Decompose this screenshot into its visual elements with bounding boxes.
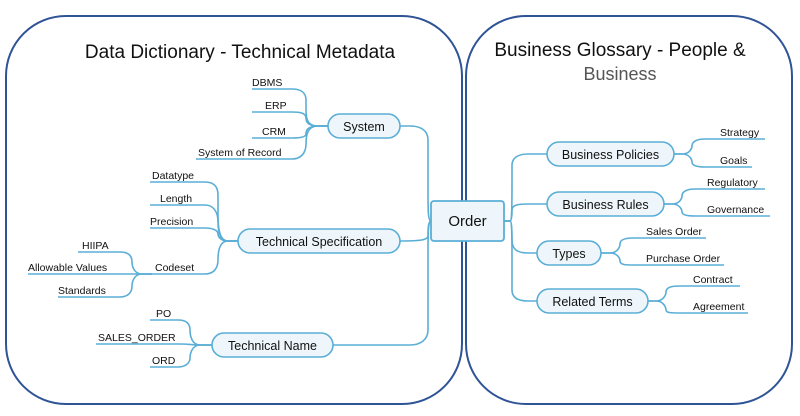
leaf-hiipa: HIIPA (82, 240, 109, 252)
edge-order-business-rules (504, 203, 547, 222)
edge-rules-governance (664, 203, 770, 217)
topic-business-policies-label: Business Policies (562, 148, 659, 162)
edge-policies-strategy (674, 138, 765, 155)
edge-related-agreement (648, 300, 748, 314)
right-panel-title-line2: Business (583, 64, 656, 84)
leaf-length: Length (160, 193, 192, 205)
leaf-goals: Goals (720, 155, 747, 167)
edge-order-system (400, 125, 432, 222)
edge-order-technical-name (333, 220, 432, 346)
leaf-standards: Standards (58, 285, 106, 297)
edge-techspec-precision (150, 227, 238, 242)
topic-technical-name-label: Technical Name (228, 339, 317, 353)
topic-types[interactable] (536, 240, 602, 266)
leaf-agreement: Agreement (693, 301, 744, 313)
topic-types-label: Types (552, 247, 585, 261)
leaf-governance: Governance (707, 204, 764, 216)
edge-techspec-codeset (150, 240, 238, 275)
leaf-contract: Contract (693, 274, 733, 286)
topic-related-terms-label: Related Terms (552, 295, 632, 309)
topic-system-label: System (343, 120, 385, 134)
edge-rules-regulatory (664, 188, 765, 205)
leaf-datatype: Datatype (152, 170, 194, 182)
edge-techname-ord (150, 344, 212, 368)
center-node-order[interactable] (430, 200, 505, 242)
edge-system-system-of-record (196, 125, 328, 160)
edge-related-contract (648, 285, 740, 302)
leaf-ord: ORD (152, 355, 176, 367)
left-panel-title: Data Dictionary - Technical Metadata (85, 42, 396, 63)
topic-technical-specification-label: Technical Specification (256, 235, 383, 249)
topic-business-policies[interactable] (546, 141, 675, 167)
leaf-sales-order: SALES_ORDER (98, 332, 176, 344)
edge-codeset-standards (58, 273, 152, 298)
leaf-purchase-order: Purchase Order (646, 253, 721, 265)
leaf-regulatory: Regulatory (707, 177, 759, 189)
topic-system[interactable] (327, 113, 401, 139)
center-node-label: Order (448, 213, 486, 230)
edge-codeset-hiipa (78, 251, 152, 275)
edge-types-sales-order (601, 237, 706, 254)
edge-types-purchase-order (601, 252, 724, 266)
leaf-dbms: DBMS (252, 77, 282, 89)
leaf-strategy: Strategy (720, 127, 760, 139)
leaf-sales-order-right: Sales Order (646, 226, 703, 238)
leaf-precision: Precision (150, 216, 193, 228)
topic-business-rules[interactable] (546, 191, 665, 217)
leaf-crm: CRM (262, 126, 286, 138)
edge-order-related-terms (504, 220, 537, 302)
leaf-codeset: Codeset (155, 262, 194, 274)
topic-technical-specification[interactable] (237, 228, 401, 254)
edge-system-erp (252, 111, 328, 127)
leaf-erp: ERP (265, 100, 287, 112)
leaf-po: PO (156, 308, 171, 320)
leaf-system-of-record: System of Record (198, 147, 282, 159)
topic-technical-name[interactable] (211, 332, 334, 358)
topic-business-rules-label: Business Rules (562, 198, 648, 212)
edge-policies-goals (674, 153, 752, 168)
right-panel-title-line1: Business Glossary - People & (494, 40, 746, 61)
topic-related-terms[interactable] (536, 288, 649, 314)
leaf-allowable-values: Allowable Values (28, 262, 107, 274)
edge-techname-po (150, 319, 212, 346)
